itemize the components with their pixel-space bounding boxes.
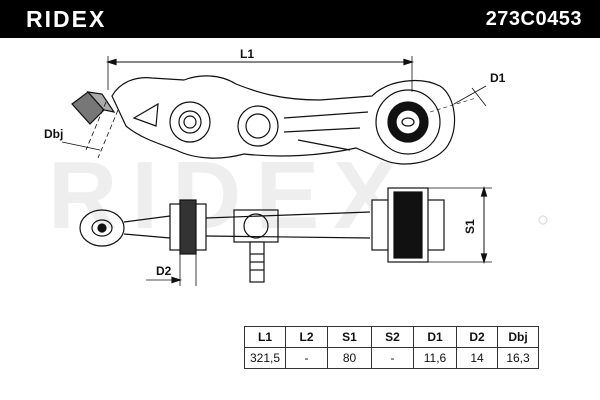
bushing-right (375, 89, 441, 155)
spec-header-cell: L2 (285, 326, 328, 348)
spec-table: L1 L2 S1 S2 D1 D2 Dbj 321,5 - 80 - 11,6 … (244, 326, 539, 369)
label-s1: S1 (463, 219, 477, 234)
control-arm-outline (111, 75, 456, 165)
watermark-registered-icon (538, 215, 548, 225)
label-l1: L1 (240, 47, 254, 61)
spec-header-cell: S2 (371, 326, 414, 348)
part-number: 273C0453 (485, 8, 582, 30)
bottom-view (79, 185, 492, 286)
spec-value-cell: 14 (456, 347, 498, 369)
watermark: RIDEX (48, 142, 411, 249)
top-view (61, 56, 487, 165)
spec-header-cell: L1 (244, 326, 286, 348)
center-joint (243, 213, 269, 239)
spec-header-cell: Dbj (497, 326, 539, 348)
label-dbj: Dbj (44, 127, 63, 141)
technical-drawing: RIDEX (44, 47, 548, 286)
bushing-left (169, 101, 211, 143)
spec-value-cell: - (285, 347, 328, 369)
bushing-middle (237, 105, 279, 147)
ball-joint-eye (79, 209, 125, 247)
header-bar: RIDEX 273C0453 (0, 0, 600, 38)
spec-value-cell: 321,5 (244, 347, 286, 369)
brand-logo: RIDEX (26, 6, 107, 32)
spec-header-cell: D1 (413, 326, 457, 348)
spec-value-cell: 80 (327, 347, 372, 369)
spec-value-cell: - (371, 347, 414, 369)
spec-header-cell: S1 (327, 326, 372, 348)
spec-table-header-row: L1 L2 S1 S2 D1 D2 Dbj (244, 326, 539, 348)
spec-value-cell: 11,6 (413, 347, 457, 369)
label-d1: D1 (490, 71, 506, 85)
spec-table-value-row: 321,5 - 80 - 11,6 14 16,3 (244, 347, 539, 369)
spec-value-cell: 16,3 (497, 347, 539, 369)
label-d2: D2 (156, 264, 172, 278)
spec-header-cell: D2 (456, 326, 498, 348)
